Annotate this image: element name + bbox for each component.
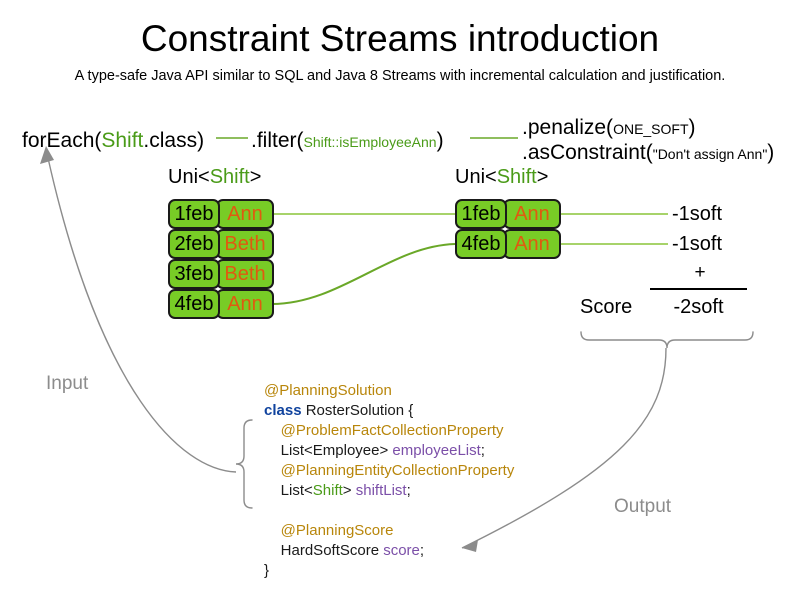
code-token-ann: @ProblemFactCollectionProperty (280, 422, 504, 439)
score-brace (580, 331, 754, 349)
penalize-arg: ONE_SOFT (613, 121, 689, 137)
code-line: } (264, 561, 514, 581)
code-token-pln: > (342, 482, 356, 499)
pipeline-foreach: forEach(Shift.class) (22, 130, 204, 151)
score-total: -2soft (673, 296, 724, 318)
uni-right-prefix: Uni< (455, 166, 497, 188)
foreach-prefix: forEach( (22, 129, 102, 152)
code-indent (264, 422, 281, 439)
penalize-suffix: ) (688, 116, 696, 139)
code-line: List<Shift> shiftList; (264, 481, 514, 501)
pipeline-asconstraint: .asConstraint("Don't assign Ann") (522, 142, 774, 163)
code-indent (264, 482, 281, 499)
score-value: -1soft (672, 203, 723, 225)
foreach-type: Shift (101, 129, 144, 152)
code-line: @PlanningEntityCollectionProperty (264, 461, 515, 481)
shift-row: 4feb Ann (455, 229, 561, 259)
shift-row: 2feb Beth (168, 229, 274, 259)
code-indent (264, 442, 281, 459)
code-token-pln: List<Employee> (280, 442, 393, 459)
code-indent (264, 462, 281, 479)
code-token-pln: RosterSolution { (301, 402, 414, 419)
code-line: @PlanningScore (264, 521, 514, 541)
fields-brace (235, 419, 253, 509)
shift-employee: Ann (503, 229, 561, 259)
shift-employee: Ann (216, 289, 274, 319)
score-value: -1soft (672, 233, 723, 255)
shift-row: 1feb Ann (168, 199, 274, 229)
uni-right-type: Shift (496, 166, 537, 188)
shift-date: 1feb (455, 199, 507, 229)
uni-left-type: Shift (209, 166, 250, 188)
code-line: HardSoftScore score; (264, 541, 514, 561)
code-token-fld: shiftList (355, 482, 407, 499)
asconstraint-arg: "Don't assign Ann" (652, 146, 768, 162)
code-line: class RosterSolution { (264, 401, 514, 421)
shift-row: 3feb Beth (168, 259, 274, 289)
page-title: Constraint Streams introduction (140, 18, 660, 59)
code-token-kw: class (264, 402, 302, 419)
code-token-ann: @PlanningSolution (264, 382, 392, 399)
code-line: @PlanningSolution (264, 381, 514, 401)
code-token-pln: } (264, 562, 270, 579)
code-token-ann: @PlanningScore (280, 522, 394, 539)
stream-link-4feb (271, 243, 456, 305)
score-label: Score (580, 296, 633, 318)
code-token-ann: @PlanningEntityCollectionProperty (280, 462, 515, 479)
shift-employee: Beth (216, 229, 274, 259)
pipeline-filter: .filter(Shift::isEmployeeAnn) (251, 130, 444, 151)
code-line: @ProblemFactCollectionProperty (264, 421, 514, 441)
uni-left-prefix: Uni< (168, 166, 210, 188)
code-indent (264, 522, 281, 539)
asconstraint-prefix: .asConstraint( (522, 141, 653, 164)
filter-arg: Shift::isEmployeeAnn (303, 134, 437, 150)
filter-suffix: ) (436, 129, 444, 152)
code-token-pln: HardSoftScore (280, 542, 384, 559)
sum-operator: + (694, 262, 706, 283)
uni-right-suffix: > (536, 166, 549, 188)
asconstraint-suffix: ) (767, 141, 775, 164)
sum-rule (650, 288, 747, 290)
foreach-suffix: .class) (143, 129, 205, 152)
code-token-pln: ; (406, 482, 411, 499)
shift-date: 1feb (168, 199, 220, 229)
shift-date: 4feb (168, 289, 220, 319)
uni-left-suffix: > (249, 166, 262, 188)
shift-row: 4feb Ann (168, 289, 274, 319)
pipeline-penalize: .penalize(ONE_SOFT) (522, 117, 696, 138)
penalize-prefix: .penalize( (522, 116, 614, 139)
shift-employee: Ann (503, 199, 561, 229)
code-token-fld: score (383, 542, 420, 559)
shift-row: 1feb Ann (455, 199, 561, 229)
input-label: Input (46, 373, 89, 394)
code-line: List<Employee> employeeList; (264, 441, 514, 461)
output-label: Output (614, 496, 672, 517)
code-token-fld: employeeList (392, 442, 481, 459)
code-indent (264, 542, 281, 559)
code-line (264, 501, 514, 521)
code-token-pln: ; (419, 542, 425, 559)
shift-date: 4feb (455, 229, 507, 259)
code-token-grn: Shift (312, 482, 343, 499)
shift-date: 3feb (168, 259, 220, 289)
uni-label-left: Uni<Shift> (168, 166, 261, 189)
shift-date: 2feb (168, 229, 220, 259)
code-token-pln: List< (280, 482, 313, 499)
code-token-pln: ; (480, 442, 485, 459)
shift-employee: Ann (216, 199, 274, 229)
shift-employee: Beth (216, 259, 274, 289)
uni-label-right: Uni<Shift> (455, 166, 548, 189)
page-subtitle: A type-safe Java API similar to SQL and … (74, 68, 726, 84)
filter-prefix: .filter( (251, 129, 304, 152)
